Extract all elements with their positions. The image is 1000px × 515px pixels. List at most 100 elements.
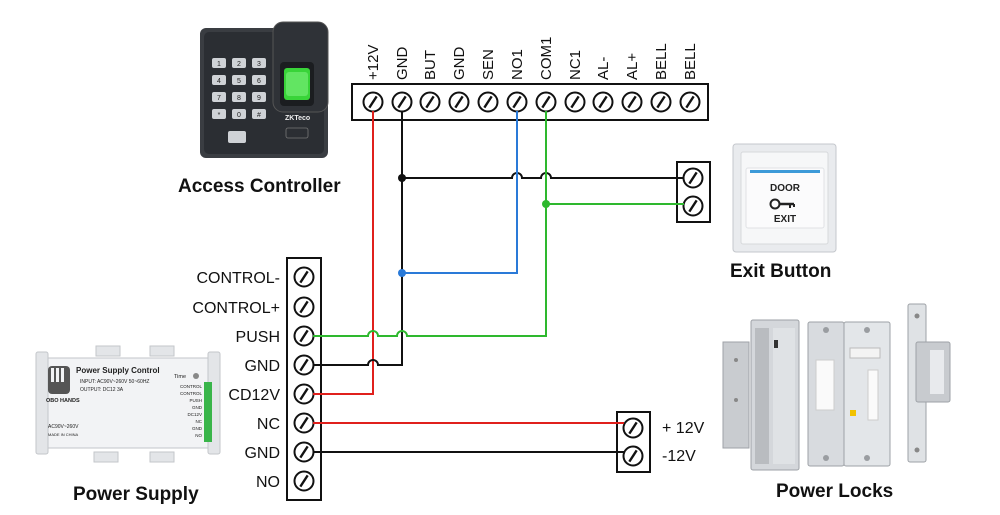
controller-terminal-label: NC1: [567, 50, 584, 80]
controller-terminal-label: NO1: [509, 49, 526, 80]
screw-terminal-icon: [535, 91, 557, 113]
electric-strike-icon: [907, 303, 951, 463]
keypad-key: 1: [212, 58, 226, 68]
caption-access-controller: Access Controller: [178, 176, 341, 197]
screw-terminal-icon: [293, 383, 315, 405]
psu-pin-label: NO: [195, 433, 202, 438]
keypad-key-label: 4: [217, 78, 221, 85]
keypad-key-label: #: [257, 112, 261, 119]
psu-terminal-label: GND: [244, 358, 280, 375]
controller-terminal-label: BELL: [682, 43, 699, 80]
screw-terminal-icon: [622, 417, 644, 439]
psu-title: Power Supply Control: [76, 366, 160, 375]
keypad-key-label: 8: [237, 95, 241, 102]
controller-terminal-label: AL-: [595, 57, 612, 80]
lock-terminal-label: + 12V: [662, 420, 705, 437]
keypad-key-label: 1: [217, 61, 221, 68]
controller-terminal-label: SEN: [480, 49, 497, 80]
wire-joints: [398, 174, 550, 277]
screw-terminal-icon: [293, 354, 315, 376]
keypad-key-label: 3: [257, 61, 261, 68]
screw-terminal-icon: [621, 91, 643, 113]
keypad-key: 3: [252, 58, 266, 68]
keypad-key-label: *: [218, 112, 221, 119]
psu-brand: OBO HANDS: [46, 398, 80, 404]
controller-terminal-label: GND: [394, 47, 411, 81]
psu-pin-label: PUSH: [189, 398, 202, 403]
caption-power-locks: Power Locks: [776, 481, 893, 502]
keypad-key: 6: [252, 75, 266, 85]
keypad-key: 8: [232, 92, 246, 102]
psu-time-label: Time: [174, 374, 186, 380]
controller-terminal-label: COM1: [538, 37, 555, 80]
psu-terminal-label: NO: [256, 474, 280, 491]
psu-pin-label: NC: [196, 419, 203, 424]
screw-terminal-icon: [419, 91, 441, 113]
screw-terminal-icon: [362, 91, 384, 113]
wires: [313, 111, 684, 453]
psu-terminal-label: CONTROL-: [196, 270, 280, 287]
psu-terminal-label: GND: [244, 445, 280, 462]
psu-pin-label: CONTROL: [180, 384, 202, 389]
screw-terminal-icon: [293, 470, 315, 492]
wire-com1: [313, 111, 547, 337]
keypad-key: 4: [212, 75, 226, 85]
screw-terminal-icon: [622, 445, 644, 467]
controller-terminal-label: +12V: [365, 45, 382, 80]
lock-terminal-label: -12V: [662, 448, 696, 465]
keypad-key-label: 6: [257, 78, 261, 85]
keypad-key: 7: [212, 92, 226, 102]
wire-exit-gnd: [402, 172, 684, 179]
screw-terminal-icon: [506, 91, 528, 113]
keypad-key-label: 0: [237, 112, 241, 119]
keypad-key-label: 2: [237, 61, 241, 68]
keypad-key: 0: [232, 109, 246, 119]
psu-pin-label: CONTROL: [180, 391, 202, 396]
bolt-lock-icon: [807, 321, 891, 467]
key-icon: [769, 198, 795, 210]
psu-output: OUTPUT: DC12 3A: [80, 387, 124, 393]
screw-terminal-icon: [650, 91, 672, 113]
timer-knob-icon: [193, 373, 199, 379]
doorbell-key-icon: [228, 131, 246, 143]
keypad-key: *: [212, 109, 226, 119]
screw-terminal-icon: [682, 167, 704, 189]
screw-terminal-icon: [477, 91, 499, 113]
screw-terminal-icon: [293, 296, 315, 318]
power-locks-devices: [722, 303, 951, 471]
psu-pin-label: GND: [192, 426, 203, 431]
screw-terminal-icon: [391, 91, 413, 113]
psu-pin-label: DC12V: [187, 412, 202, 417]
screw-terminal-icon: [679, 91, 701, 113]
wire-no1: [402, 111, 518, 274]
screw-terminal-icon: [293, 441, 315, 463]
hand-logo-icon: [48, 366, 70, 394]
keypad-key-label: 7: [217, 95, 221, 102]
screw-terminal-icon: [592, 91, 614, 113]
caption-power-supply: Power Supply: [73, 484, 199, 505]
magnetic-lock-icon: [722, 319, 800, 471]
controller-terminal-label: GND: [451, 47, 468, 81]
psu-terminal-label: PUSH: [236, 329, 280, 346]
screw-terminal-icon: [682, 195, 704, 217]
psu-made: MADE IN CHINA: [48, 432, 79, 437]
screw-terminal-icon: [564, 91, 586, 113]
keypad-key-label: 9: [257, 95, 261, 102]
screw-terminal-icon: [293, 412, 315, 434]
psu-pin-label: GND: [192, 405, 203, 410]
keypad-key: 9: [252, 92, 266, 102]
exit-button-device: DOOR EXIT: [732, 143, 837, 253]
controller-terminal-label: AL+: [624, 53, 641, 80]
exit-terminal-block: [676, 161, 711, 223]
exit-button-exit-label: EXIT: [774, 214, 796, 225]
controller-terminal-label: BUT: [422, 50, 439, 80]
screw-terminal-icon: [293, 325, 315, 347]
psu-terminal-label: NC: [257, 416, 280, 433]
keypad-key-label: 5: [237, 78, 241, 85]
psu-input: INPUT: AC90V~260V 50~60HZ: [80, 379, 150, 385]
caption-exit-button: Exit Button: [730, 261, 831, 282]
wire-12v: [313, 111, 374, 395]
